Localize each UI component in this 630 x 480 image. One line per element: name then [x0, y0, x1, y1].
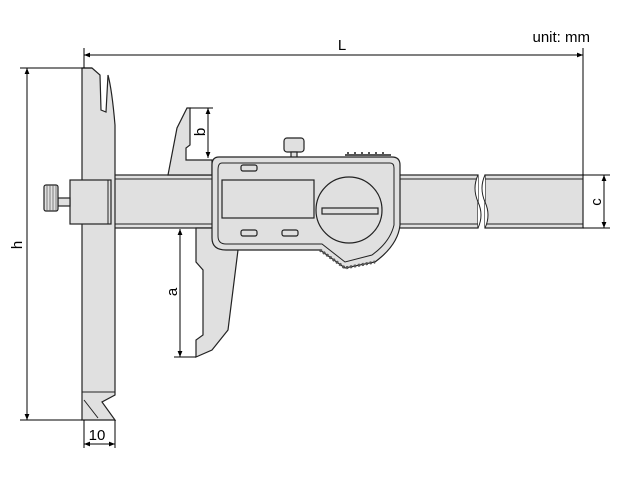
depth-base: [81, 67, 117, 421]
label-base-width: 10: [89, 427, 106, 444]
label-h: h: [9, 241, 26, 249]
dimension-a: a: [164, 229, 196, 358]
dimension-b: b: [190, 107, 213, 158]
upper-jaw: [167, 107, 213, 176]
thumb-roller: [283, 137, 305, 153]
label-a: a: [164, 287, 181, 296]
label-c: c: [588, 198, 605, 206]
dimension-h: h: [9, 67, 92, 421]
unit-label: unit: mm: [532, 29, 590, 46]
dimension-base-width: 10: [83, 420, 116, 448]
label-b: b: [192, 128, 209, 136]
dimension-c: c: [583, 174, 610, 229]
lcd-display: [221, 179, 315, 219]
label-L: L: [338, 37, 346, 54]
slider-body: [211, 137, 401, 270]
locking-screw: [43, 179, 112, 225]
dimension-L: L: [83, 37, 584, 175]
